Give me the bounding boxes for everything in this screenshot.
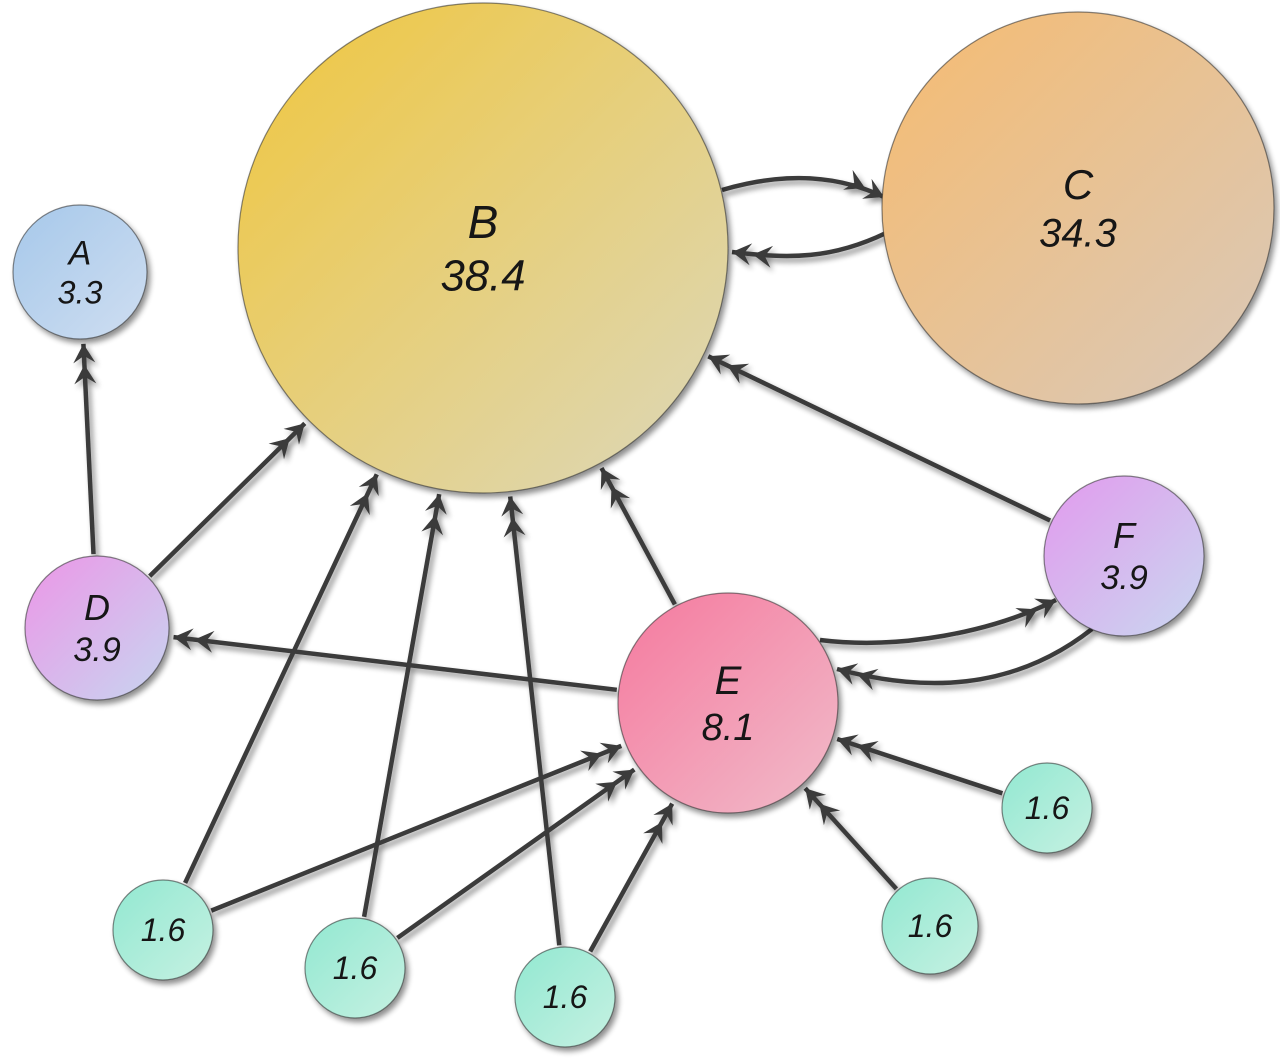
node-F-label: F [1113,515,1137,556]
edge-s4-E-arrow [803,786,899,891]
edge-D-B-arrow [148,421,307,578]
node-D-circle [24,555,170,701]
edge-F-B-arrow [707,354,1052,523]
edge-D-A-arrow [73,343,97,555]
node-A-value: 3.3 [58,274,103,310]
node-C-circle [881,11,1275,405]
edge-s1-B-arrow [183,473,379,884]
node-F-value: 3.9 [1100,559,1148,597]
edges-layer [73,169,1094,953]
node-s1-value: 1.6 [141,912,186,948]
edge-E-F-arrow [819,597,1058,646]
node-A-circle [12,204,148,340]
node-s3-value: 1.6 [543,979,588,1015]
node-F-circle [1043,475,1205,637]
node-s5-value: 1.6 [1025,790,1070,826]
node-E-circle [617,592,839,814]
edge-F-E-arrow [836,627,1094,691]
edge-s3-B-arrow [501,496,562,946]
node-s2-circle [304,917,406,1019]
node-s3-circle [514,946,616,1048]
edge-B-C-arrow [721,169,885,200]
edge-s2-E-arrow [396,767,636,940]
node-s5-circle [1001,762,1093,854]
node-E-value: 8.1 [702,707,755,749]
node-D-value: 3.9 [73,631,121,669]
node-C-label: C [1063,161,1094,208]
node-s2-value: 1.6 [333,950,378,986]
node-s4-circle [881,877,979,975]
edge-E-B-arrow [599,467,677,606]
edge-E-D-arrow [173,628,618,693]
edge-s2-B-arrow [361,493,447,918]
node-A-label: A [67,235,92,273]
node-B-value: 38.4 [440,251,525,300]
nodes-layer [12,2,1275,1048]
node-D-label: D [84,587,110,628]
node-B-circle [237,2,729,494]
node-B-label: B [468,196,499,248]
node-C-value: 34.3 [1039,212,1117,256]
edge-s1-E-arrow [210,742,623,913]
edge-C-B-arrow [731,230,887,268]
labels-layer: A3.3B38.4C34.3D3.9E8.1F3.91.61.61.61.61.… [58,161,1148,1015]
node-s4-value: 1.6 [908,908,953,944]
node-s1-circle [112,879,214,981]
edge-s5-E-arrow [836,734,1004,796]
node-E-label: E [715,659,743,703]
edge-s3-E-arrow [588,802,675,953]
